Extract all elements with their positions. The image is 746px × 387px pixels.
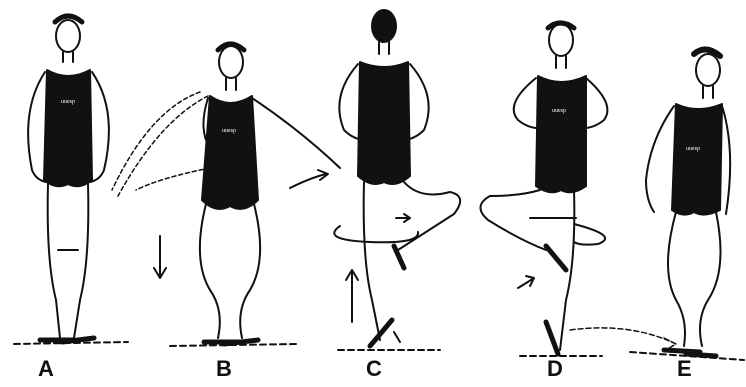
figure-b-arm-right bbox=[252, 98, 340, 168]
figure-b-feet bbox=[204, 340, 258, 344]
figure-c-feet bbox=[370, 246, 404, 346]
figure-e-label: E bbox=[677, 356, 692, 382]
figure-b-label: B bbox=[216, 356, 232, 382]
figure-d-label: D bbox=[547, 356, 563, 382]
figure-b-floor bbox=[170, 344, 296, 346]
figure-b-neck bbox=[226, 78, 236, 90]
figure-a-feet bbox=[40, 338, 94, 342]
figure-a-legs bbox=[48, 184, 89, 338]
figure-a-shirt-text: uuesp bbox=[61, 99, 75, 105]
figure-c-support-leg bbox=[364, 182, 380, 340]
figure-d-turn-ellipse bbox=[530, 218, 605, 245]
figure-c-foot-arrow bbox=[394, 332, 400, 342]
figure-c-neck bbox=[379, 42, 389, 54]
figure-a-neck bbox=[63, 52, 73, 62]
figure-d-shirt-text: uuesp bbox=[552, 108, 566, 114]
figure-a-leotard bbox=[44, 70, 92, 186]
figure-d-leotard bbox=[536, 76, 586, 192]
figure-a bbox=[14, 16, 128, 344]
figure-c-turn-arrow bbox=[396, 214, 410, 222]
figure-d-foot-arrow bbox=[518, 276, 534, 288]
figure-b-head bbox=[219, 46, 243, 78]
figure-e-leotard bbox=[672, 104, 722, 215]
figure-e-shirt-text: uuesp bbox=[686, 146, 700, 152]
figure-c-label: C bbox=[366, 356, 382, 382]
figure-e-legs bbox=[668, 212, 721, 346]
figure-d bbox=[480, 23, 607, 356]
figure-c-head bbox=[372, 10, 396, 42]
figure-d-passe-leg bbox=[480, 190, 546, 250]
figure-b bbox=[112, 44, 340, 346]
figure-e bbox=[570, 49, 744, 360]
figure-a-head bbox=[56, 20, 80, 52]
figure-d-feet bbox=[546, 246, 566, 354]
figure-c bbox=[334, 10, 460, 350]
figure-e-head bbox=[696, 54, 720, 86]
figure-b-leotard bbox=[202, 96, 258, 209]
figure-b-legs bbox=[200, 204, 260, 338]
figure-d-head bbox=[549, 24, 573, 56]
figure-e-travel-arrow bbox=[570, 328, 676, 350]
figure-a-label: A bbox=[38, 356, 54, 382]
figure-e-neck bbox=[703, 86, 713, 98]
figure-c-turn-ellipse bbox=[334, 226, 418, 242]
figure-a-hair bbox=[55, 16, 82, 22]
figure-b-shirt-text: uuesp bbox=[222, 128, 236, 134]
figure-d-neck bbox=[556, 56, 566, 68]
figure-c-up-arrow bbox=[346, 270, 358, 322]
figure-b-side-arrow bbox=[290, 170, 328, 188]
figure-b-arm-motion bbox=[112, 92, 210, 196]
figure-c-leotard bbox=[358, 62, 410, 184]
figure-b-down-arrow bbox=[154, 236, 166, 278]
